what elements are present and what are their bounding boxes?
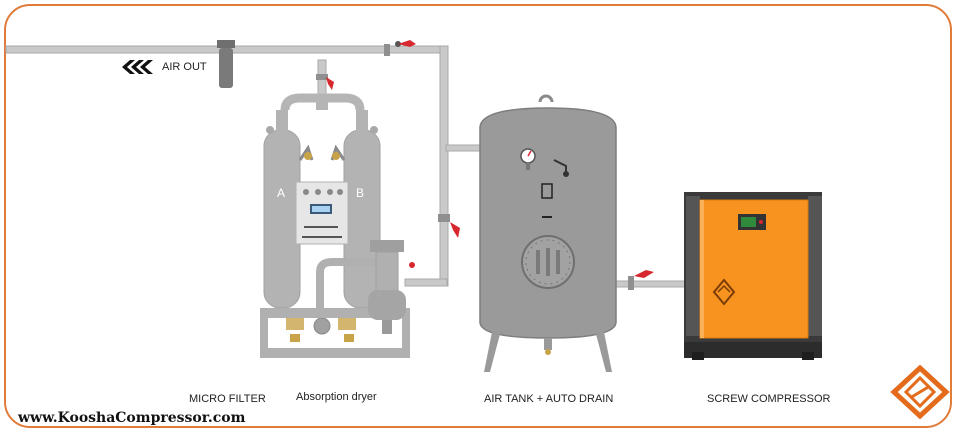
website-url[interactable]: www.KooshaCompressor.com bbox=[18, 410, 246, 426]
absorption-dryer-label: Absorption dryer bbox=[296, 391, 377, 403]
valve-tank-inlet bbox=[438, 214, 460, 238]
air-tank bbox=[479, 94, 617, 372]
absorption-dryer bbox=[260, 93, 415, 358]
valve-top-right bbox=[384, 40, 416, 56]
tower-a-label: A bbox=[277, 186, 286, 200]
air-tank-label: AIR TANK + AUTO DRAIN bbox=[484, 393, 614, 405]
tower-b-label: B bbox=[356, 186, 365, 200]
valve-compressor-outlet bbox=[628, 270, 654, 290]
screw-compressor-label: SCREW COMPRESSOR bbox=[707, 393, 831, 405]
triple-chevron-left-icon bbox=[122, 60, 153, 74]
screw-compressor bbox=[684, 192, 822, 360]
micro-filter-label: MICRO FILTER bbox=[189, 393, 266, 405]
diagram-frame bbox=[4, 4, 952, 428]
micro-filter bbox=[217, 40, 235, 88]
koosha-logo-icon bbox=[890, 364, 950, 420]
air-out-label: AIR OUT bbox=[162, 61, 207, 73]
